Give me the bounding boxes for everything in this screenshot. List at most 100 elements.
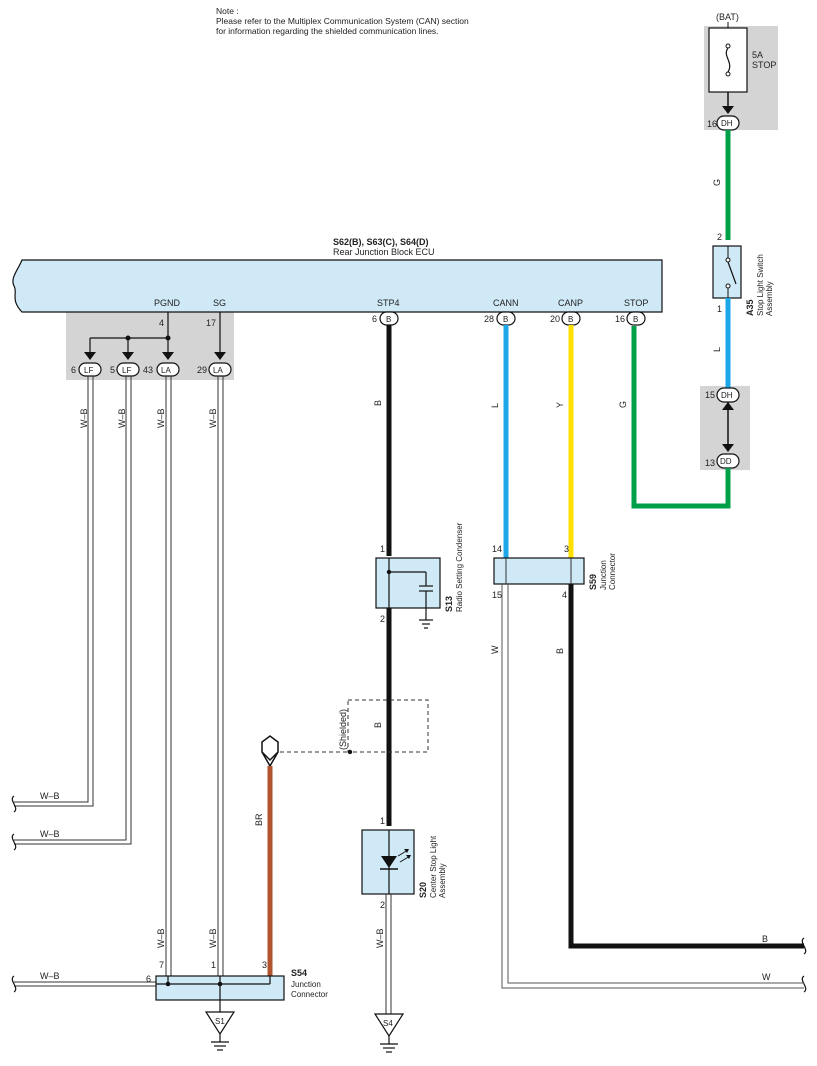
ground-s4-label: S4 (383, 1019, 393, 1028)
wire-white-s59 (501, 584, 804, 989)
note-line-3: for information regarding the shielded c… (216, 26, 439, 36)
pin-s54-7: 7 (159, 960, 164, 970)
pin-s20-2: 2 (380, 900, 385, 910)
s20-name-line1: Center Stop Light (429, 835, 438, 898)
terminal-canp: CANP (558, 298, 583, 308)
note-line-2: Please refer to the Multiplex Communicat… (216, 16, 469, 26)
wire-label-b-s20: B (373, 722, 383, 728)
s54-name-line2: Connector (291, 990, 328, 999)
wire-label-w-right: W (762, 972, 771, 982)
s59-name-line1: Junction (599, 560, 608, 590)
wire-wb-1 (14, 376, 94, 807)
terminal-stop: STOP (624, 298, 648, 308)
connector-dh-top-label: DH (721, 119, 733, 128)
wire-label-g-top: G (712, 179, 722, 186)
connector-la-2 (208, 362, 232, 377)
ecu-box (12, 259, 663, 313)
fuse-rating: 5A (752, 50, 763, 60)
note: Note : Please refer to the Multiplex Com… (216, 6, 469, 36)
wire-label-wb-1: W–B (79, 408, 89, 428)
pin-2-switch: 2 (717, 232, 722, 242)
ground-s1-icon (204, 1011, 236, 1051)
fuse-name: STOP (752, 60, 776, 70)
wire-wb-3 (165, 376, 172, 976)
connector-b-stp4-label: B (386, 315, 391, 324)
ecu-code: S62(B), S63(C), S64(D) (333, 237, 429, 247)
pin-s59-14: 14 (492, 544, 502, 554)
pin-s54-1: 1 (211, 960, 216, 970)
battery-label: (BAT) (716, 12, 739, 22)
wire-label-b-right: B (762, 934, 768, 944)
wire-label-l-switch: L (712, 347, 722, 352)
switch-name-line2: Assembly (765, 281, 774, 316)
wire-label-b-stp4: B (373, 400, 383, 406)
wire-wb-2 (14, 376, 132, 845)
shield-label: (Shielded) (338, 709, 348, 750)
wire-label-wb-s20: W–B (375, 928, 385, 948)
condenser-ground-icon (419, 619, 433, 629)
pin-s59-3: 3 (564, 544, 569, 554)
pin-5-lf: 5 (110, 365, 115, 375)
pin-s54-3: 3 (262, 960, 267, 970)
pin-20: 20 (550, 314, 560, 324)
led-icon (380, 830, 411, 894)
wire-label-b-s59: B (555, 648, 565, 654)
pin-4: 4 (159, 318, 164, 328)
pin-15: 15 (705, 390, 715, 400)
connector-lf-1-label: LF (84, 366, 93, 375)
shield-box (347, 699, 429, 753)
connector-dd-label: DD (720, 457, 732, 466)
wire-label-wb-9: W–B (208, 928, 218, 948)
s59-connector-box (493, 557, 585, 585)
s54-code: S54 (291, 968, 307, 978)
pin-17: 17 (206, 318, 216, 328)
pin-s59-4: 4 (562, 590, 567, 600)
ecu-name: Rear Junction Block ECU (333, 247, 435, 257)
wire-label-br: BR (254, 813, 264, 826)
terminal-cann: CANN (493, 298, 519, 308)
terminal-stp4: STP4 (377, 298, 400, 308)
wire-wb-s20 (385, 894, 392, 1014)
connector-la-1 (156, 362, 180, 377)
switch-code: A35 (745, 299, 755, 316)
terminal-pgnd: PGND (154, 298, 181, 308)
pin-13: 13 (705, 458, 715, 468)
connector-dh-mid-label: DH (721, 391, 733, 400)
condenser-box (375, 557, 441, 609)
connector-lf-2-label: LF (122, 366, 131, 375)
wire-label-w-s59: W (490, 645, 500, 654)
ground-s1-label: S1 (215, 1017, 225, 1026)
s59-name-line2: Connector (608, 553, 617, 590)
connector-b-cann-label: B (503, 315, 508, 324)
wire-label-wb-6: W–B (40, 829, 60, 839)
condenser-code: S13 (444, 596, 454, 612)
pin-28: 28 (484, 314, 494, 324)
wire-label-wb-8: W–B (156, 928, 166, 948)
wire-label-g-stop: G (618, 401, 628, 408)
note-line-1: Note : (216, 6, 239, 16)
connector-lf-1 (78, 362, 102, 377)
connector-b-stop (626, 311, 646, 326)
pin-s20-1: 1 (380, 816, 385, 826)
terminal-sg: SG (213, 298, 226, 308)
pin-s59-15: 15 (492, 590, 502, 600)
condenser-name: Radio Setting Condenser (455, 522, 464, 612)
wire-black-s59 (568, 584, 804, 949)
pin-43: 43 (143, 365, 153, 375)
wire-label-wb-3: W–B (156, 408, 166, 428)
wire-green-stop (631, 326, 731, 509)
stop-light-switch-box (712, 245, 742, 299)
s54-name-line1: Junction (291, 980, 321, 989)
wire-label-wb-2: W–B (117, 408, 127, 428)
s59-code: S59 (588, 574, 598, 590)
fuse-icon (725, 43, 731, 77)
ground-s4-icon (373, 1013, 405, 1053)
switch-icon (725, 246, 737, 298)
pin-s13-1: 1 (380, 544, 385, 554)
wire-label-wb-5: W–B (40, 791, 60, 801)
capacitor-icon (388, 558, 433, 620)
wire-label-wb-4: W–B (208, 408, 218, 428)
connector-b-canp-label: B (568, 315, 573, 324)
connector-la-1-label: LA (161, 366, 171, 375)
switch-name-line1: Stop Light Switch (756, 254, 765, 316)
